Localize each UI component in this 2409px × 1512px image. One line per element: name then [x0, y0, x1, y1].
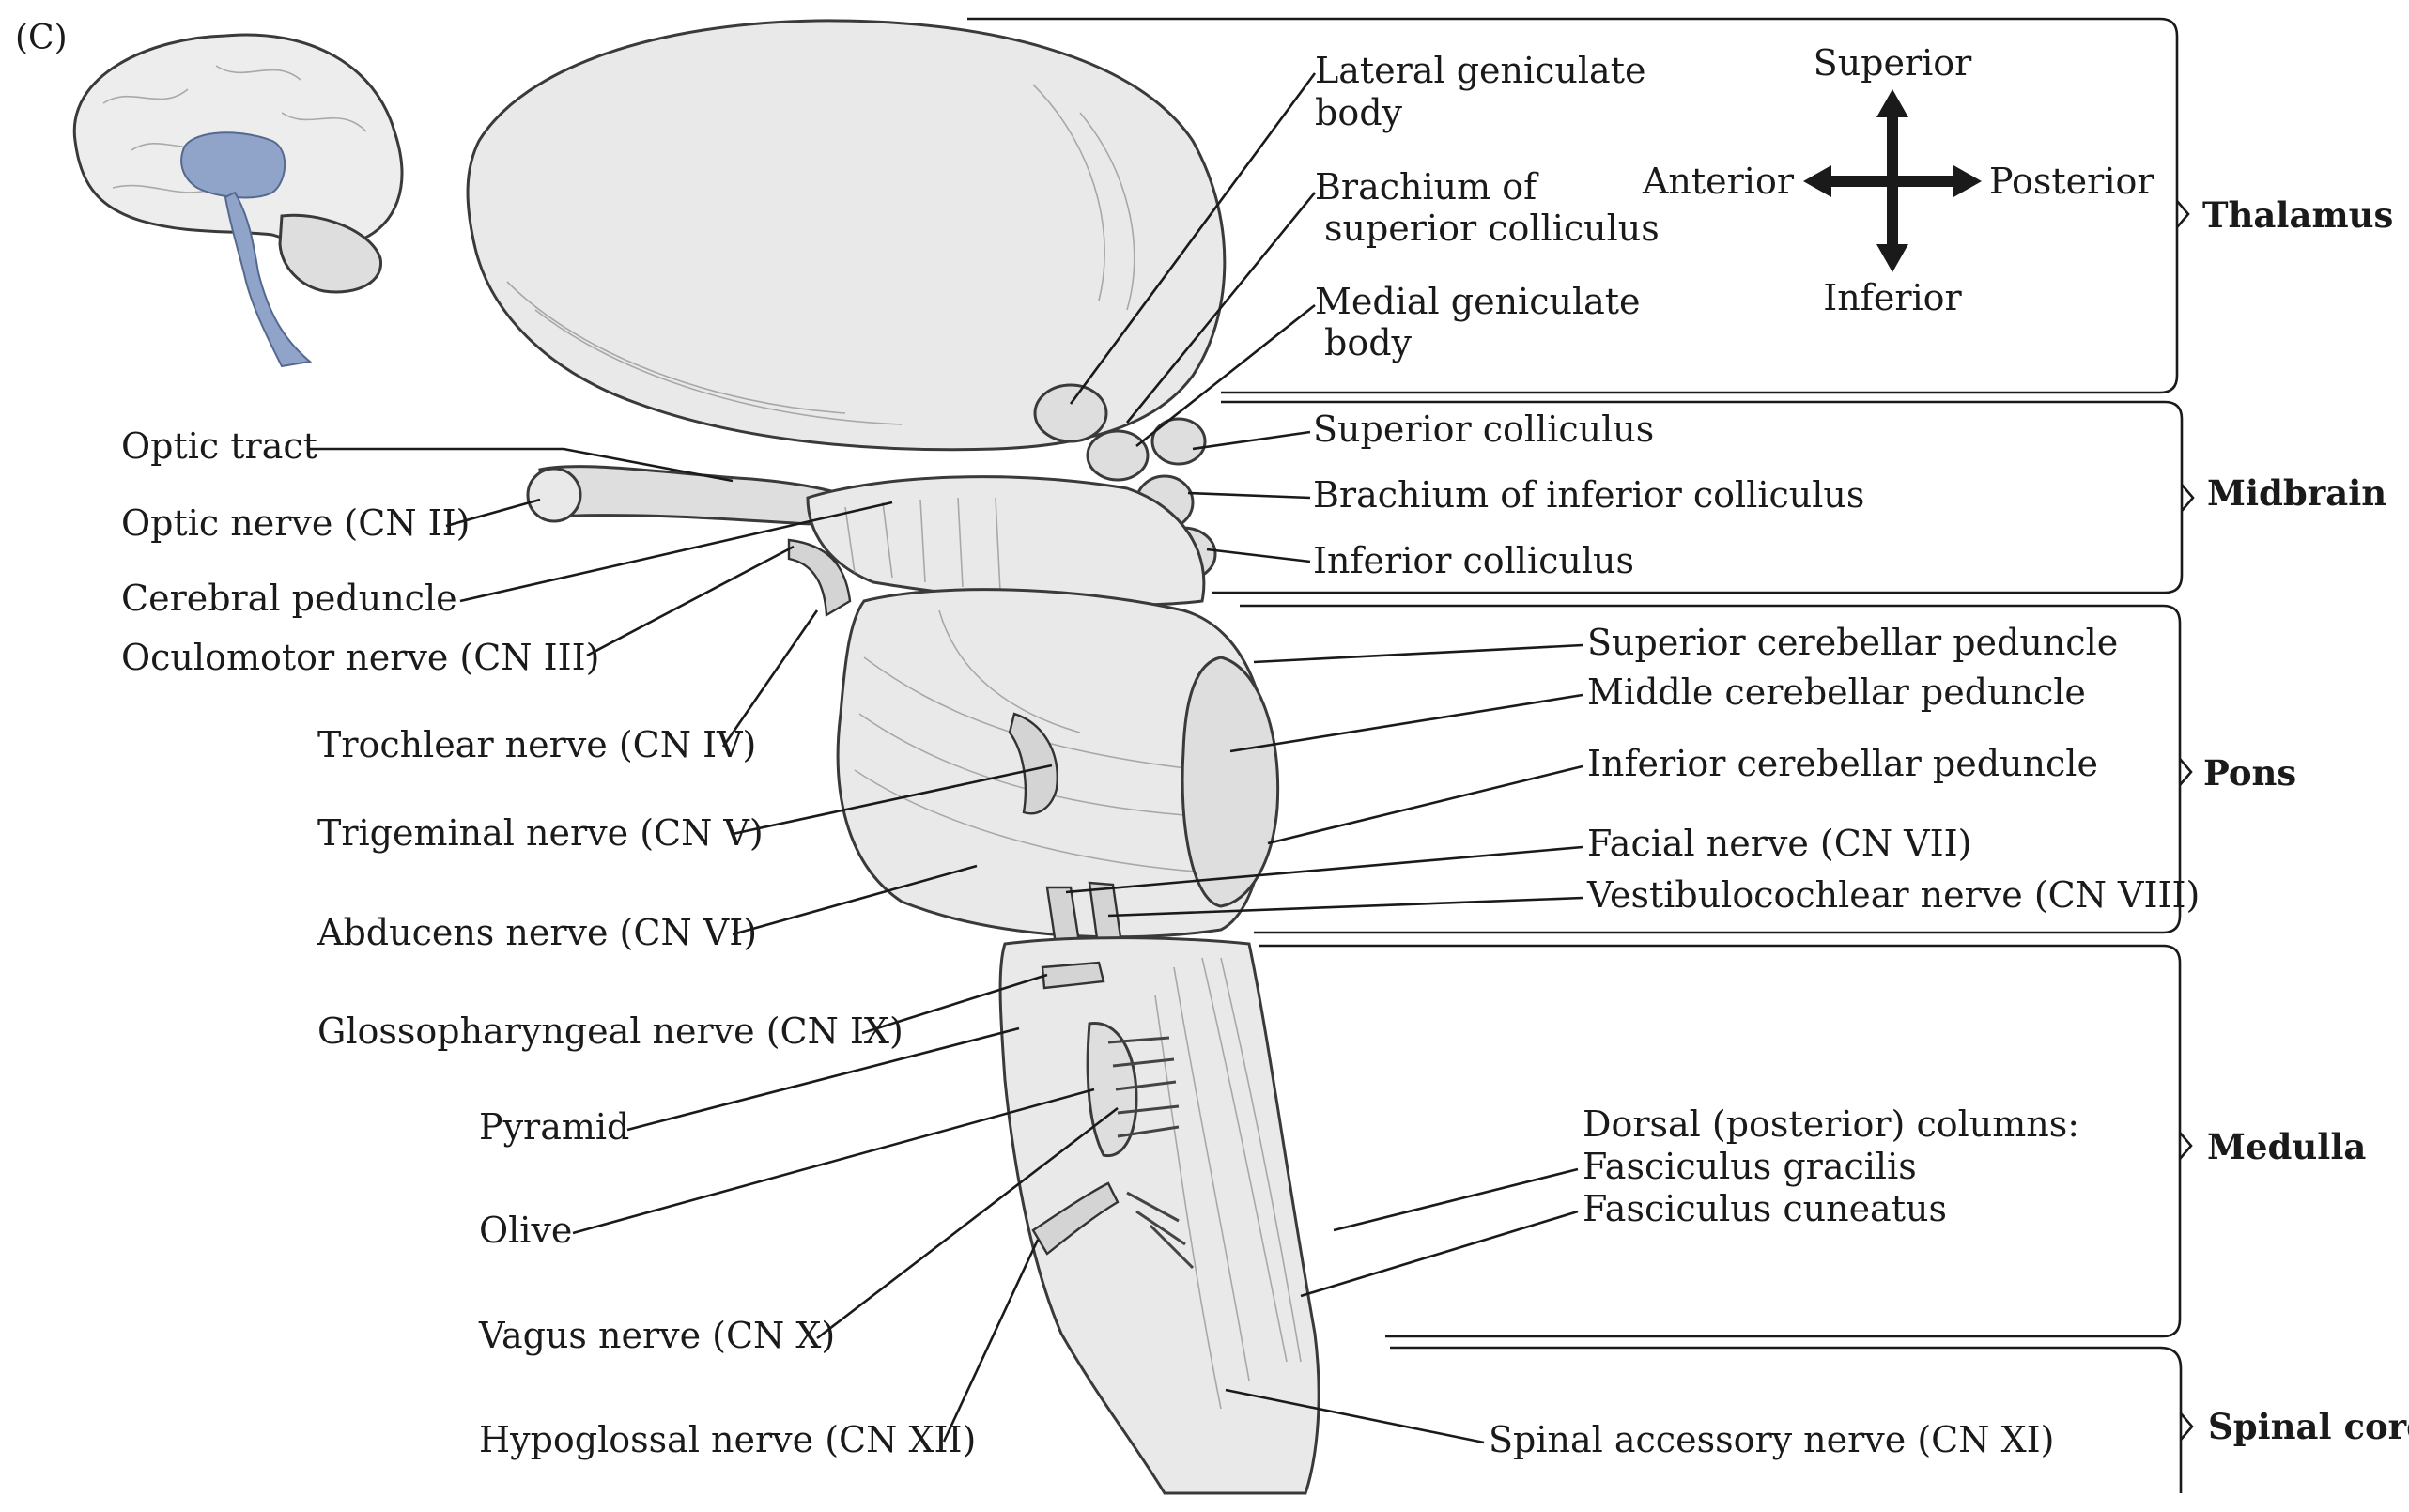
label-vestibulocochlear: Vestibulocochlear nerve (CN VIII): [1586, 874, 2200, 916]
label-optic-nerve: Optic nerve (CN II): [121, 502, 471, 544]
thalamus-shape: [466, 19, 1227, 452]
region-spinal-cord: Spinal cord: [2208, 1406, 2409, 1447]
spinal-cord-bracket: [1390, 1346, 2183, 1493]
midbrain-bracket: [1212, 400, 2184, 594]
label-spinal-accessory: Spinal accessory nerve (CN XI): [1489, 1419, 2054, 1460]
right-labels: Lateral geniculate body Brachium of supe…: [1313, 50, 2200, 1460]
inset-brain: [72, 33, 404, 368]
arrow-down-icon: [1876, 244, 1908, 272]
label-cerebral-peduncle: Cerebral peduncle: [121, 578, 457, 619]
label-pyramid: Pyramid: [479, 1106, 629, 1148]
region-midbrain: Midbrain: [2207, 472, 2386, 514]
panel-label: (C): [15, 19, 68, 57]
label-middle-cerebellar: Middle cerebellar peduncle: [1587, 671, 2086, 713]
region-thalamus: Thalamus: [2202, 194, 2393, 236]
thalamus-bracket: [967, 17, 2179, 394]
label-brachium-superior-2: superior colliculus: [1324, 208, 1660, 249]
label-trochlear: Trochlear nerve (CN IV): [317, 724, 756, 765]
label-glossopharyngeal: Glossopharyngeal nerve (CN IX): [317, 1011, 903, 1052]
medulla-bracket: [1259, 944, 2182, 1338]
glossopharyngeal-shape: [1041, 961, 1105, 990]
pons-bracket: [1240, 604, 2182, 934]
optic-nerve-cut: [526, 467, 582, 523]
arrow-left-icon: [1803, 165, 1831, 197]
label-vagus: Vagus nerve (CN X): [478, 1315, 835, 1356]
region-medulla: Medulla: [2207, 1126, 2366, 1167]
label-medial-geniculate-1: Medial geniculate: [1315, 281, 1641, 322]
label-inferior-colliculus: Inferior colliculus: [1313, 540, 1634, 581]
left-labels: Optic tract Optic nerve (CN II) Cerebral…: [121, 425, 976, 1460]
medulla-spinal-shape: [998, 936, 1320, 1495]
compass-anterior: Anterior: [1642, 161, 1795, 202]
superior-colliculus-shape: [1150, 417, 1207, 466]
brainstem-illustration: [466, 19, 1320, 1495]
label-olive: Olive: [479, 1210, 572, 1251]
compass-posterior: Posterior: [1989, 161, 2154, 202]
label-medial-geniculate-2: body: [1324, 322, 1413, 363]
label-lateral-geniculate-1: Lateral geniculate: [1315, 50, 1645, 91]
medial-geniculate-shape: [1086, 429, 1150, 482]
label-superior-colliculus: Superior colliculus: [1313, 409, 1654, 450]
label-brachium-inferior: Brachium of inferior colliculus: [1313, 474, 1864, 516]
arrow-up-icon: [1876, 89, 1908, 117]
compass-inferior: Inferior: [1823, 277, 1962, 318]
inset-brainstem-highlight: [224, 191, 313, 368]
inset-thalamus-highlight: [180, 131, 286, 199]
label-fasciculus-cuneatus: Fasciculus cuneatus: [1583, 1188, 1947, 1229]
midbrain-shape: [806, 475, 1206, 607]
label-optic-tract: Optic tract: [121, 425, 317, 467]
compass-superior: Superior: [1814, 42, 1973, 84]
middle-cerebellar-peduncle-shape: [1181, 656, 1280, 908]
region-brackets: [967, 17, 2195, 1493]
orientation-compass: Superior Inferior Anterior Posterior: [1642, 42, 2154, 318]
label-trigeminal: Trigeminal nerve (CN V): [317, 812, 764, 854]
region-pons: Pons: [2203, 752, 2296, 794]
arrow-right-icon: [1953, 165, 1982, 197]
label-dorsal-columns: Dorsal (posterior) columns:: [1583, 1103, 2079, 1145]
label-brachium-superior-1: Brachium of: [1315, 166, 1539, 208]
lateral-geniculate-shape: [1033, 383, 1108, 443]
inset-cerebellum: [278, 213, 382, 294]
region-labels: Thalamus Midbrain Pons Medulla Spinal co…: [2202, 194, 2409, 1447]
label-abducens: Abducens nerve (CN VI): [317, 912, 757, 953]
hypoglossal-shape: [1031, 1181, 1120, 1256]
trigeminal-nerve-shape: [1008, 712, 1058, 815]
label-lateral-geniculate-2: body: [1315, 92, 1403, 133]
label-oculomotor: Oculomotor nerve (CN III): [121, 637, 600, 678]
label-fasciculus-gracilis: Fasciculus gracilis: [1583, 1146, 1917, 1187]
label-hypoglossal: Hypoglossal nerve (CN XII): [479, 1419, 976, 1460]
oculomotor-nerve-shape: [787, 538, 852, 618]
label-superior-cerebellar: Superior cerebellar peduncle: [1587, 622, 2118, 663]
label-facial: Facial nerve (CN VII): [1587, 823, 1971, 864]
label-inferior-cerebellar: Inferior cerebellar peduncle: [1587, 743, 2098, 784]
leader-lines: [308, 72, 1583, 1444]
